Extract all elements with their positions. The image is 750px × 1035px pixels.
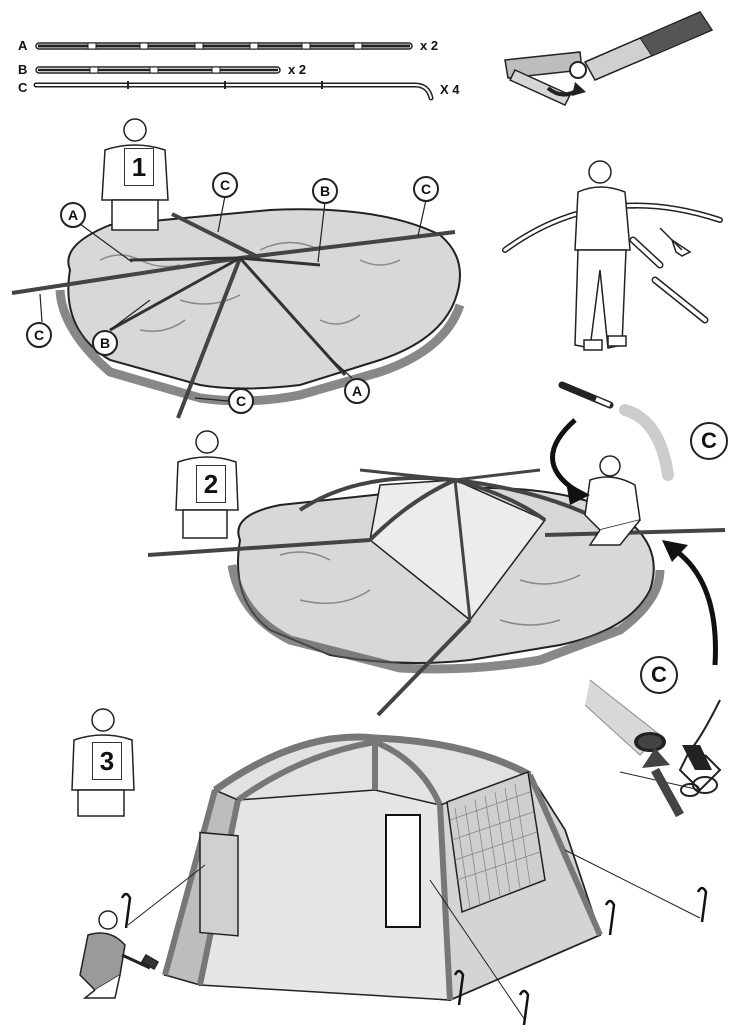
callout-a: A <box>60 202 86 228</box>
pole-c-letter: C <box>18 80 28 95</box>
pole-a-drawing <box>35 42 413 50</box>
pole-b-drawing <box>35 66 281 74</box>
callout-a: A <box>344 378 370 404</box>
pole-b-letter: B <box>18 62 28 77</box>
pole-c-qty: X 4 <box>440 82 460 97</box>
callout-c: C <box>413 176 439 202</box>
pole-insertion-arrows <box>550 381 718 666</box>
step1-tent-flat <box>11 195 465 419</box>
callout-c: C <box>228 388 254 414</box>
callout-c: C <box>212 172 238 198</box>
person-kneeling-step2 <box>584 455 641 546</box>
step3-tent-assembled <box>120 733 708 1026</box>
callout-c-large: C <box>690 422 728 460</box>
callout-c: C <box>26 322 52 348</box>
callout-b: B <box>312 178 338 204</box>
pole-base-detail <box>584 679 722 818</box>
person-bending-pole <box>502 160 723 351</box>
callout-c-large: C <box>640 656 678 694</box>
pole-a-letter: A <box>18 38 28 53</box>
step2-tent-frame <box>147 468 726 717</box>
step-3-card: 3 <box>92 742 122 780</box>
pole-b-qty: x 2 <box>288 62 307 77</box>
pole-c-drawing <box>33 81 434 101</box>
callout-b: B <box>92 330 118 356</box>
person-hammering <box>79 910 160 999</box>
pole-joint-detail <box>504 11 714 106</box>
step-2-card: 2 <box>196 465 226 503</box>
step-1-card: 1 <box>124 148 154 186</box>
pole-a-qty: x 2 <box>420 38 439 53</box>
